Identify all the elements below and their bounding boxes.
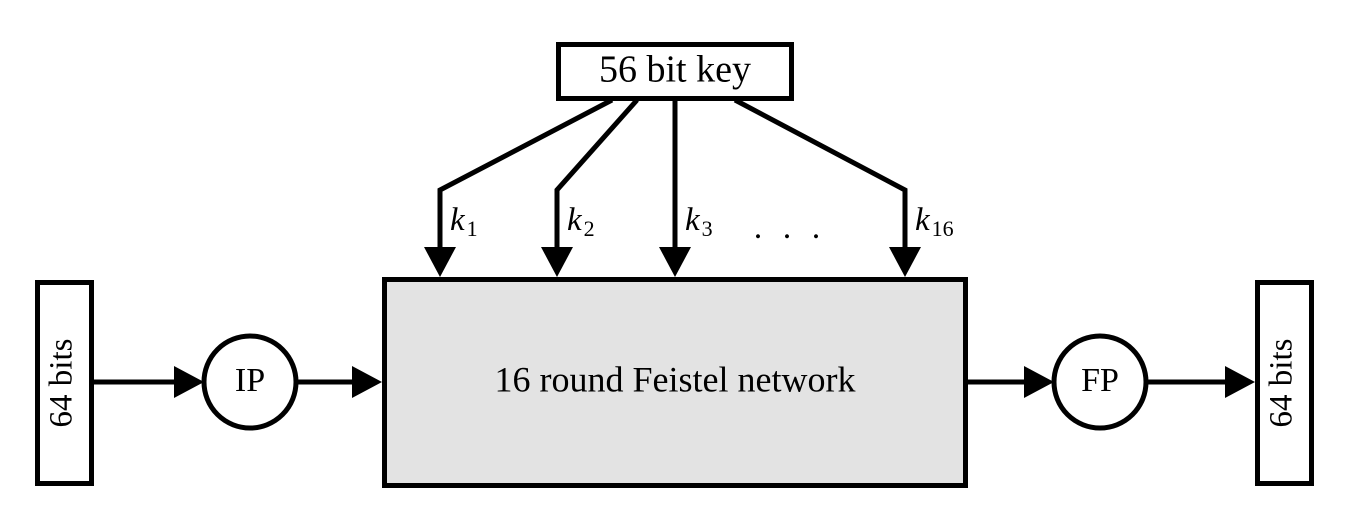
- input-block-label: 64 bits: [44, 339, 80, 428]
- initial-permutation-label: IP: [235, 362, 265, 399]
- output-block-group: 64 bits: [1255, 280, 1314, 486]
- arrowhead-k16: [889, 247, 921, 277]
- arrow-ip-to-feistel: [296, 366, 382, 398]
- key-block-box: [556, 42, 794, 101]
- subkey-sub-k3: 3: [702, 216, 713, 241]
- arrowhead-k2: [541, 247, 573, 277]
- arrowhead-k3: [659, 247, 691, 277]
- subkey-sub-k2: 2: [584, 216, 595, 241]
- subkey-lines-group: [437, 97, 908, 256]
- arrow-fp-to-output-head: [1225, 366, 1255, 398]
- arrow-fp-to-output: [1146, 366, 1255, 398]
- arrowhead-k1: [424, 247, 456, 277]
- initial-permutation-group: IP: [201, 333, 299, 431]
- subkey-line-k16: [733, 97, 908, 256]
- subkey-sub-k1: 1: [467, 216, 478, 241]
- subkey-arrowheads-group: [424, 247, 921, 277]
- subkey-sub-k16: 16: [932, 216, 954, 241]
- subkey-label-k16: k16: [915, 202, 954, 241]
- output-block-label: 64 bits: [1264, 339, 1300, 428]
- feistel-block-label: 16 round Feistel network: [495, 359, 856, 399]
- subkey-label-k3: k3: [685, 202, 713, 241]
- subkey-label-k1: k1: [450, 202, 478, 241]
- arrow-input-to-ip: [92, 366, 204, 398]
- arrow-feistel-to-fp-head: [1024, 366, 1054, 398]
- key-block-group: 56 bit key: [556, 42, 794, 101]
- subkey-base-k3: k: [685, 202, 701, 238]
- key-block-label: 56 bit key: [599, 49, 751, 91]
- input-block-box: [35, 280, 94, 486]
- arrow-feistel-to-fp: [966, 366, 1054, 398]
- arrow-ip-to-feistel-head: [352, 366, 382, 398]
- output-block-box: [1255, 280, 1314, 486]
- final-permutation-group: FP: [1051, 333, 1149, 431]
- feistel-block-group: 16 round Feistel network: [382, 277, 968, 488]
- subkey-label-k2: k2: [567, 202, 595, 241]
- input-block-group: 64 bits: [35, 280, 94, 486]
- feistel-block-box: [382, 277, 968, 488]
- subkey-base-k16: k: [915, 202, 931, 238]
- arrow-input-to-ip-head: [174, 366, 204, 398]
- subkey-labels-group: k1 k2 k3 k16 . . .: [450, 202, 954, 246]
- final-permutation-label: FP: [1081, 362, 1119, 399]
- subkey-base-k1: k: [450, 202, 466, 238]
- subkey-line-k1: [437, 97, 614, 256]
- subkey-ellipsis: . . .: [754, 209, 827, 246]
- subkey-line-k2: [554, 98, 639, 256]
- subkey-base-k2: k: [567, 202, 583, 238]
